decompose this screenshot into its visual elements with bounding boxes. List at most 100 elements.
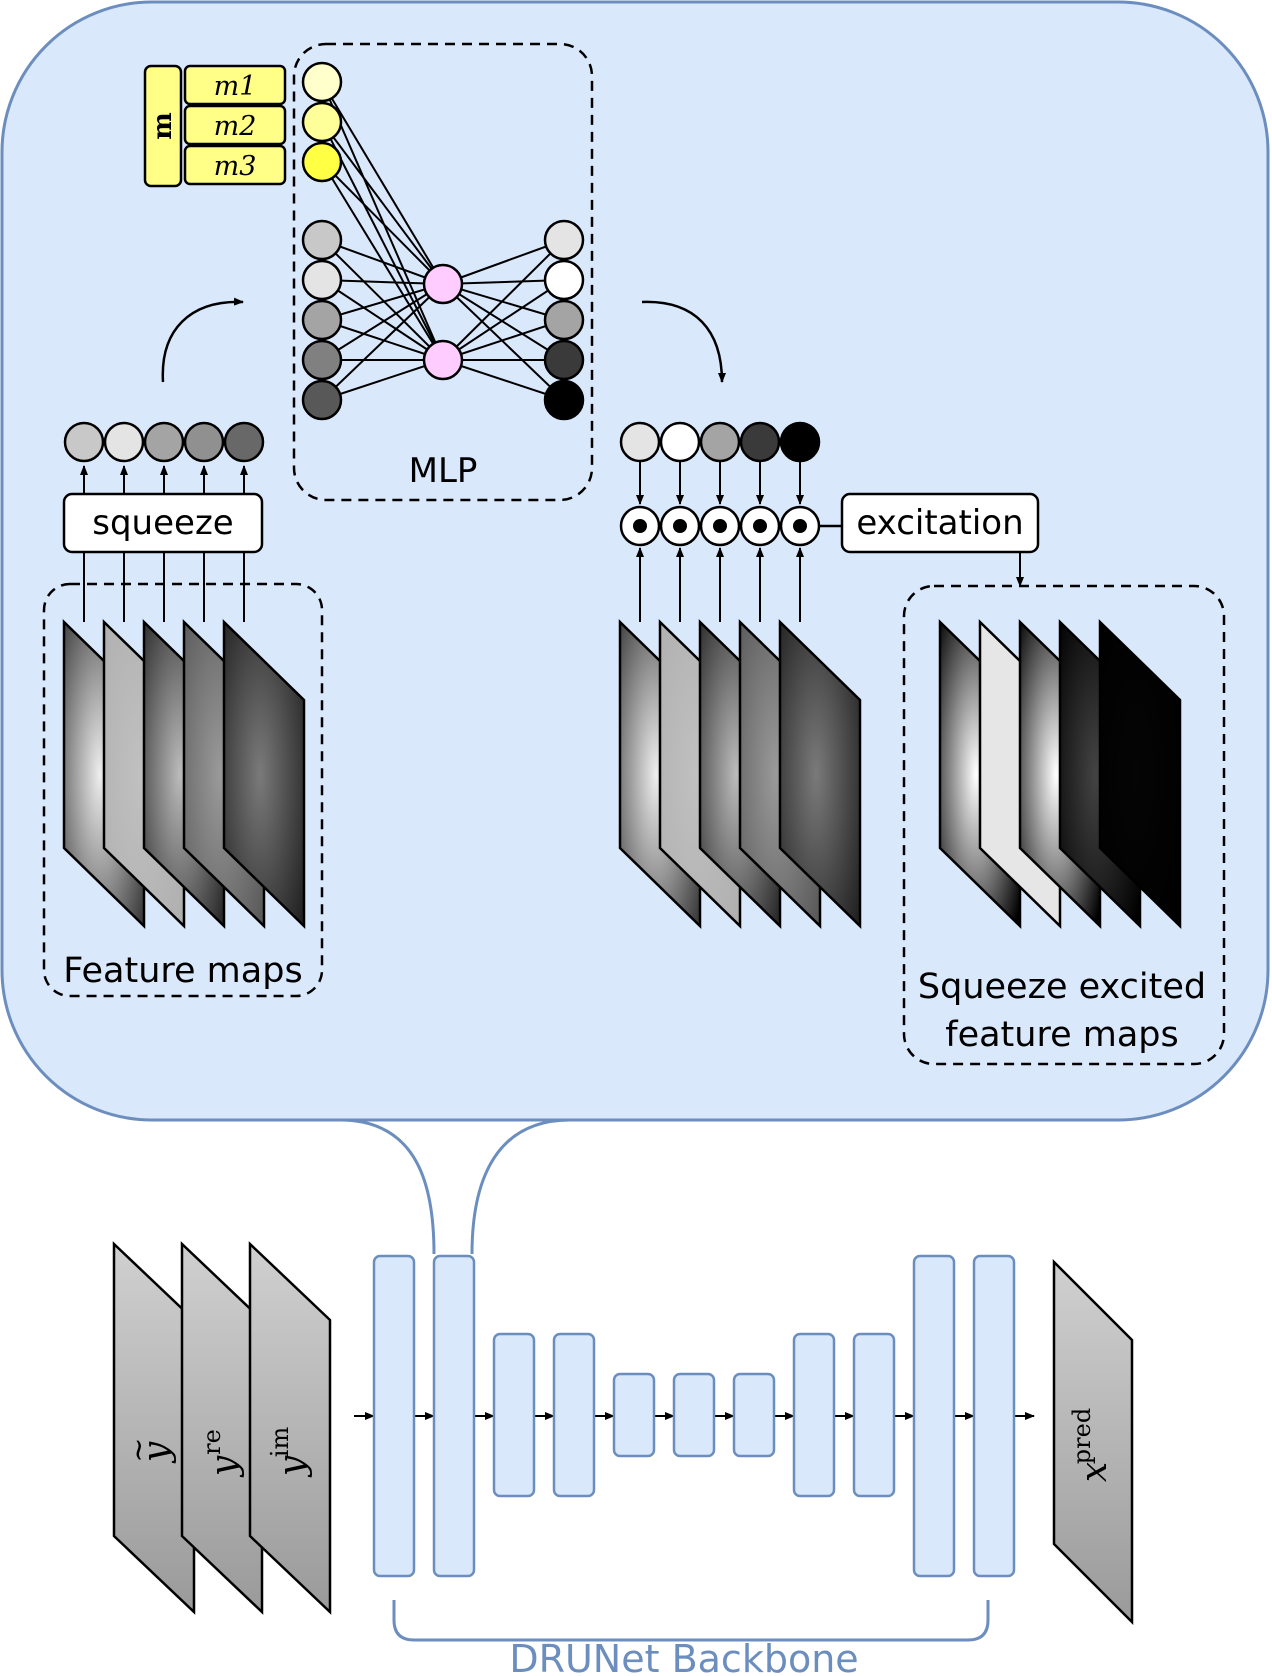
backbone-label: DRUNet Backbone: [509, 1637, 858, 1676]
mlp-frame: [292, 42, 594, 502]
output-neuron-3: [543, 299, 585, 341]
multiply-dot-2: [673, 519, 687, 533]
metadata-neuron-3: [301, 141, 343, 183]
metadata-neuron-1: [301, 61, 343, 103]
feature-maps-frame: [42, 582, 324, 998]
feature-maps-label: Feature maps: [63, 951, 302, 991]
backbone-block-11: [972, 1254, 1016, 1578]
backbone-blocks: [372, 1254, 1016, 1578]
excitation-arrows: [636, 462, 804, 622]
backbone-block-4: [552, 1332, 596, 1498]
mlp-edge-out: [442, 239, 565, 361]
output-plate: [1052, 1258, 1134, 1626]
metadata-box: m m1 m2 m3: [143, 64, 287, 188]
input-plate-y-re: [180, 1241, 264, 1615]
excitation-weight-3: [699, 421, 741, 463]
squeeze-value-4: [183, 421, 225, 463]
se-feature-maps-label-line1: Squeeze excited: [918, 967, 1206, 1007]
mlp-edge-out: [442, 283, 565, 401]
mlp-edge-in: [321, 121, 444, 285]
backbone-label-bg: [494, 1644, 874, 1676]
squeeze-value-2: [103, 421, 145, 463]
se-feature-maps-label-line2: feature maps: [945, 1015, 1178, 1055]
multiply-dot-4: [753, 519, 767, 533]
arrow-to-mlp: [161, 297, 244, 383]
mlp-edge-out: [442, 359, 565, 401]
excitation-weight-5: [779, 421, 821, 463]
feature-maps-stack: [62, 619, 306, 929]
metadata-neuron-2: [301, 101, 343, 143]
excitation-weights: [619, 421, 821, 463]
input-accent-y-tilde: ~: [121, 1437, 156, 1462]
mlp-label: MLP: [409, 451, 478, 491]
multiply-dot-3: [713, 519, 727, 533]
se-feature-map-plate-5: [1098, 619, 1182, 929]
elementwise-multiply-nodes: [619, 505, 821, 547]
excitation-weight-1: [619, 421, 661, 463]
squeeze-value-5: [223, 421, 265, 463]
mlp-edge-out: [442, 283, 565, 321]
input-label-y-tilde: y: [136, 1441, 177, 1464]
metadata-item-2-label: m2: [214, 111, 257, 142]
input-neuron-1: [301, 219, 343, 261]
multiply-dot-1: [633, 519, 647, 533]
input-stack: y ~ y re y im: [112, 1241, 332, 1615]
squeeze-label: squeeze: [92, 503, 233, 543]
scaled-feature-map-plate-5: [778, 619, 862, 929]
output-neuron-4: [543, 339, 585, 381]
input-label-y-re: y: [204, 1455, 245, 1478]
squeeze-value-1: [63, 421, 105, 463]
input-sup-re: re: [198, 1429, 226, 1455]
output-neuron-1: [543, 219, 585, 261]
metadata-item-1: [183, 64, 287, 106]
output-label-x: x: [1074, 1462, 1115, 1482]
input-plate-y-im: [248, 1241, 332, 1615]
squeeze-box: [62, 492, 264, 554]
mlp-edge-in: [321, 283, 444, 401]
feature-map-plate-5: [222, 619, 306, 929]
se-feature-maps-frame: [902, 584, 1226, 1066]
mlp-edge-in: [321, 359, 444, 401]
squeeze-value-3: [143, 421, 185, 463]
input-neuron-2: [301, 259, 343, 301]
mlp-edge-out: [442, 319, 565, 361]
mlp-edge-out: [442, 239, 565, 285]
hidden-neuron-1: [422, 263, 464, 305]
mlp-edge-out: [442, 283, 565, 361]
mlp-neurons: [301, 61, 585, 421]
metadata-item-3: [183, 144, 287, 186]
input-neuron-3: [301, 299, 343, 341]
mlp-edge-in: [321, 239, 444, 285]
squeeze-descriptor: [63, 421, 265, 463]
backbone-block-5: [612, 1372, 656, 1458]
metadata-item-3-label: m3: [214, 151, 257, 182]
mlp-edge-in: [321, 283, 444, 361]
output-neuron-5: [543, 379, 585, 421]
backbone-block-3: [492, 1332, 536, 1498]
mlp-edge-in: [321, 81, 444, 285]
metadata-item-2: [183, 104, 287, 146]
mlp-edge-in: [321, 283, 444, 321]
backbone-brace: [392, 1600, 990, 1642]
arrow-from-mlp: [641, 300, 726, 383]
backbone-block-10: [912, 1254, 956, 1578]
mlp-edge-in: [321, 279, 444, 361]
hidden-neuron-2: [422, 339, 464, 381]
mlp-edge-in: [321, 319, 444, 361]
mlp-edge-in: [321, 81, 444, 361]
connector-curve-left: [339, 1118, 436, 1255]
backbone-block-9: [852, 1332, 896, 1498]
mlp-edge-out: [442, 279, 565, 361]
output-plate-group: x pred: [1052, 1258, 1134, 1626]
excitation-weight-4: [739, 421, 781, 463]
input-label-y-im: y: [272, 1455, 313, 1478]
metadata-group-label: m: [148, 112, 178, 140]
input-plate-y-tilde: [112, 1241, 196, 1615]
excitation-weight-2: [659, 421, 701, 463]
backbone-block-2: [432, 1254, 476, 1578]
input-neuron-5: [301, 379, 343, 421]
backbone-block-1: [372, 1254, 416, 1578]
output-sup-pred: pred: [1068, 1408, 1096, 1464]
multiply-dot-5: [793, 519, 807, 533]
